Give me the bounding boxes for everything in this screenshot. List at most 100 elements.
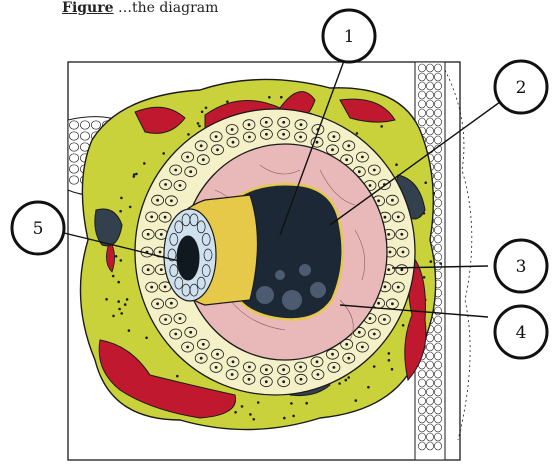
epithelial-cell: [418, 397, 425, 405]
cell-nucleus: [387, 233, 390, 236]
epithelial-cell: [426, 352, 433, 360]
nucleus-cell: [182, 214, 190, 226]
epithelial-cell: [426, 424, 433, 432]
theca-dot: [126, 298, 129, 301]
epithelial-cell: [434, 82, 441, 90]
cell-nucleus: [400, 268, 403, 271]
epithelial-cell: [426, 127, 433, 135]
epithelial-cell: [434, 253, 441, 261]
theca-dot: [283, 417, 286, 420]
epithelial-cell: [434, 406, 441, 414]
cell-nucleus: [156, 199, 159, 202]
cell-nucleus: [200, 144, 203, 147]
cell-nucleus: [215, 366, 218, 369]
theca-dot: [257, 401, 260, 404]
theca-dot: [430, 260, 433, 263]
theca-dot: [226, 100, 229, 103]
epithelial-cell: [418, 424, 425, 432]
epithelial-cell: [434, 154, 441, 162]
cell-nucleus: [361, 156, 364, 159]
epithelial-cell: [426, 91, 433, 99]
theca-dot: [423, 276, 426, 279]
theca-dot: [128, 329, 131, 332]
cell-nucleus: [160, 268, 163, 271]
cell-nucleus: [383, 318, 386, 321]
epithelial-cell: [418, 82, 425, 90]
epithelial-cell: [434, 190, 441, 198]
theca-dot: [201, 111, 204, 114]
theca-dot: [356, 132, 359, 135]
cell-nucleus: [202, 158, 205, 161]
cell-nucleus: [282, 368, 285, 371]
epithelial-cell: [434, 388, 441, 396]
nucleus-cell: [175, 221, 183, 233]
epithelial-cell: [434, 235, 441, 243]
cell-nucleus: [164, 216, 167, 219]
cell-nucleus: [345, 158, 348, 161]
epithelial-cell: [418, 442, 425, 450]
cell-nucleus: [186, 156, 189, 159]
theca-dot: [249, 413, 252, 416]
epithelial-cell: [418, 370, 425, 378]
cell-nucleus: [358, 170, 361, 173]
gland-cell: [69, 132, 78, 140]
nucleus-cell: [182, 284, 190, 296]
epithelial-cell: [418, 91, 425, 99]
nucleus-cell: [197, 221, 205, 233]
cell-nucleus: [248, 366, 251, 369]
nucleus-cell: [202, 265, 210, 277]
cell-nucleus: [150, 216, 153, 219]
epithelial-cell: [418, 433, 425, 441]
theca-dot: [120, 312, 123, 315]
theca-dot: [373, 365, 376, 368]
gland-cell: [80, 132, 89, 140]
theca-dot: [268, 96, 271, 99]
epithelial-cell: [434, 352, 441, 360]
epithelial-cell: [426, 388, 433, 396]
callout-3-label: 3: [516, 257, 527, 277]
theca-dot: [117, 300, 120, 303]
epithelial-cell: [426, 100, 433, 108]
cell-nucleus: [215, 135, 218, 138]
cell-nucleus: [174, 333, 177, 336]
epithelial-cell: [418, 118, 425, 126]
theca-dot: [234, 411, 237, 414]
cell-nucleus: [164, 318, 167, 321]
nucleus-cell: [204, 249, 212, 261]
callout-2: 2: [495, 61, 547, 113]
theca-dot: [117, 281, 120, 284]
cell-nucleus: [200, 357, 203, 360]
theca-dot: [424, 181, 427, 184]
cell-nucleus: [160, 233, 163, 236]
cell-nucleus: [189, 170, 192, 173]
theca-dot: [338, 382, 341, 385]
theca-dot: [120, 259, 123, 262]
cell-nucleus: [387, 268, 390, 271]
theca-dot: [253, 418, 256, 421]
theca-dot: [395, 163, 398, 166]
epithelial-cell: [426, 433, 433, 441]
epithelial-cell: [434, 64, 441, 72]
theca-dot: [347, 376, 350, 379]
epithelial-cell: [434, 163, 441, 171]
cell-nucleus: [174, 169, 177, 172]
theca-dot: [124, 303, 127, 306]
cell-nucleus: [377, 302, 380, 305]
callout-1-label: 1: [344, 27, 355, 47]
cell-nucleus: [316, 360, 319, 363]
cell-nucleus: [147, 233, 150, 236]
gland-cell: [69, 143, 78, 151]
epithelial-cell: [434, 226, 441, 234]
theca-dot: [367, 386, 370, 389]
epithelial-cell: [434, 73, 441, 81]
cell-nucleus: [150, 286, 153, 289]
cell-nucleus: [170, 302, 173, 305]
theca-dot: [388, 352, 391, 355]
epithelial-cell: [418, 388, 425, 396]
epithelial-cell: [418, 109, 425, 117]
theca-dot: [112, 275, 115, 278]
epithelial-cell: [426, 361, 433, 369]
epithelial-cell: [434, 172, 441, 180]
cell-nucleus: [347, 144, 350, 147]
